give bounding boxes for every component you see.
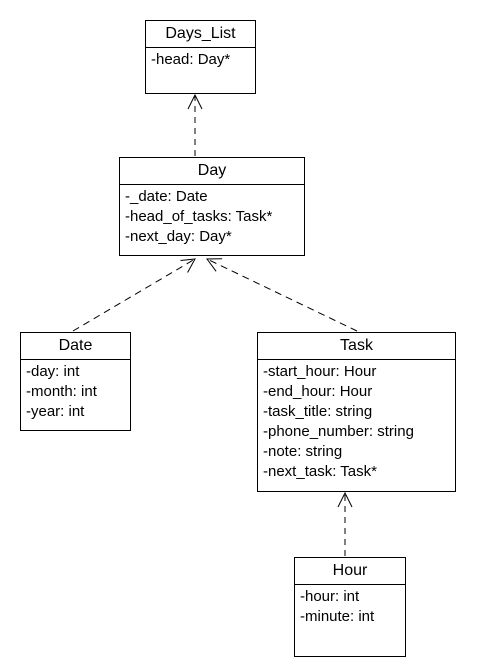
class-days-list-name: Days_List xyxy=(146,21,255,48)
class-hour-attributes: -hour: int -minute: int xyxy=(295,585,405,627)
class-days-list-attributes: -head: Day* xyxy=(146,48,255,70)
class-hour-name: Hour xyxy=(295,558,405,585)
class-hour: Hour -hour: int -minute: int xyxy=(294,557,406,657)
class-date: Date -day: int -month: int -year: int xyxy=(20,332,131,431)
dependency-date-to-day xyxy=(72,258,196,332)
attribute: -start_hour: Hour xyxy=(263,363,377,380)
class-day-name: Day xyxy=(120,158,304,185)
attribute: -end_hour: Hour xyxy=(263,383,373,400)
class-days-list: Days_List -head: Day* xyxy=(145,20,256,94)
attribute: -head_of_tasks: Task* xyxy=(125,208,273,225)
dependency-day-to-days-list xyxy=(187,93,203,156)
attribute: -task_title: string xyxy=(263,403,373,420)
class-task: Task -start_hour: Hour -end_hour: Hour -… xyxy=(257,332,456,492)
attribute: -next_day: Day* xyxy=(125,228,232,245)
attribute: -next_task: Task* xyxy=(263,463,377,480)
class-date-name: Date xyxy=(21,333,130,360)
attribute: -head: Day* xyxy=(151,51,231,68)
class-task-name: Task xyxy=(258,333,455,360)
class-day: Day -_date: Date -head_of_tasks: Task* -… xyxy=(119,157,305,256)
attribute: -minute: int xyxy=(300,608,375,625)
class-task-attributes: -start_hour: Hour -end_hour: Hour -task_… xyxy=(258,360,455,482)
class-date-attributes: -day: int -month: int -year: int xyxy=(21,360,130,422)
attribute: -phone_number: string xyxy=(263,423,414,440)
dependency-task-to-day xyxy=(206,258,358,332)
attribute: -month: int xyxy=(26,383,97,400)
attribute: -_date: Date xyxy=(125,188,208,205)
class-day-attributes: -_date: Date -head_of_tasks: Task* -next… xyxy=(120,185,304,247)
attribute: -note: string xyxy=(263,443,343,460)
dependency-hour-to-task xyxy=(337,491,353,556)
attribute: -day: int xyxy=(26,363,80,380)
attribute: -year: int xyxy=(26,403,85,420)
attribute: -hour: int xyxy=(300,588,360,605)
